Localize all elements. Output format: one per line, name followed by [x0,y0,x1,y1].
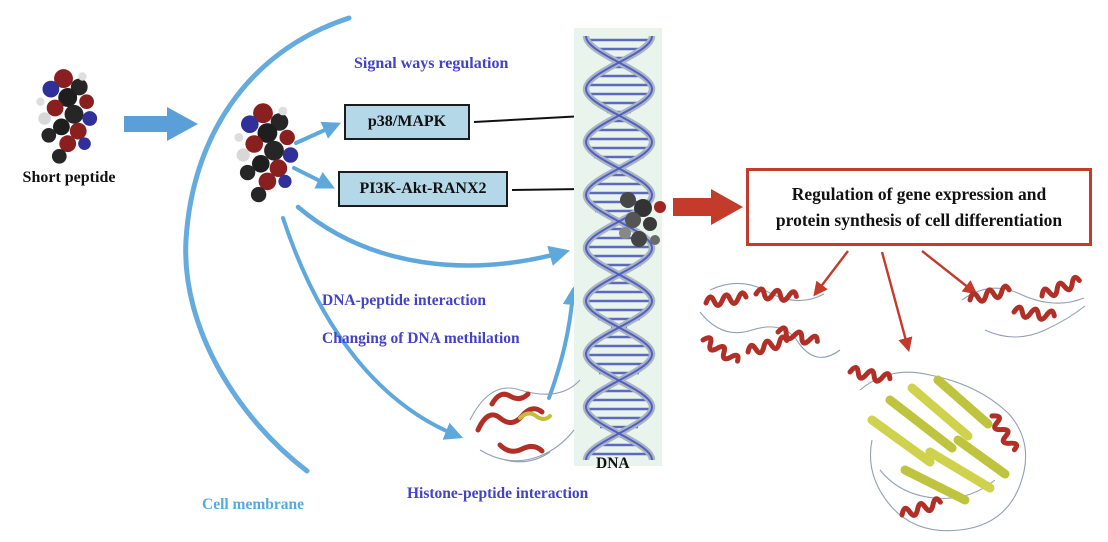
arrow-to-protein-left [813,250,849,297]
regulation-line-2: protein synthesis of cell differentiatio… [775,210,1063,230]
p38-mapk-label: p38/MAPK [367,113,447,130]
arrow-to-pi3k [292,166,335,189]
dna-peptide-interaction-label: DNA-peptide interaction [322,292,487,309]
dna-methylation-label: Changing of DNA methilation [322,330,520,347]
regulation-box: Regulation of gene expression and protei… [746,168,1092,246]
pi3k-label: PI3K-Akt-RANX2 [359,180,487,197]
histone-interaction-label: Histone-peptide interaction [407,485,589,502]
protein-structure-large [849,362,1027,532]
arrow-histone-to-dna [547,286,582,400]
membrane-peptide-molecule [234,103,299,203]
pi3k-box: PI3K-Akt-RANX2 [338,171,508,207]
cell-membrane-arc [183,15,352,474]
p38-mapk-box: p38/MAPK [344,104,470,140]
arrow-to-p38 [294,121,342,145]
thick-blue-arrow [124,107,198,141]
dna-bound-peptide [619,192,666,247]
arrow-peptide-to-dna [295,204,570,268]
cell-membrane-label: Cell membrane [202,496,305,513]
short-peptide-molecule [36,69,98,164]
dna-helix-graphic [574,28,666,466]
arrow-to-protein-right [921,250,978,295]
arrow-peptide-to-histone [281,216,464,440]
protein-structure-right [961,277,1086,338]
protein-structure-left [700,283,841,367]
histone-graphic [469,379,581,463]
dna-label: DNA [596,455,630,472]
arrow-to-protein-large [880,251,913,353]
regulation-line-1: Regulation of gene expression and [791,183,1047,204]
short-peptide-label: Short peptide [22,169,116,186]
arrow-pi3k-to-dna [511,182,589,197]
thick-red-arrow [673,189,743,225]
signal-ways-label: Signal ways regulation [354,55,509,72]
arrow-p38-to-dna [473,109,589,124]
